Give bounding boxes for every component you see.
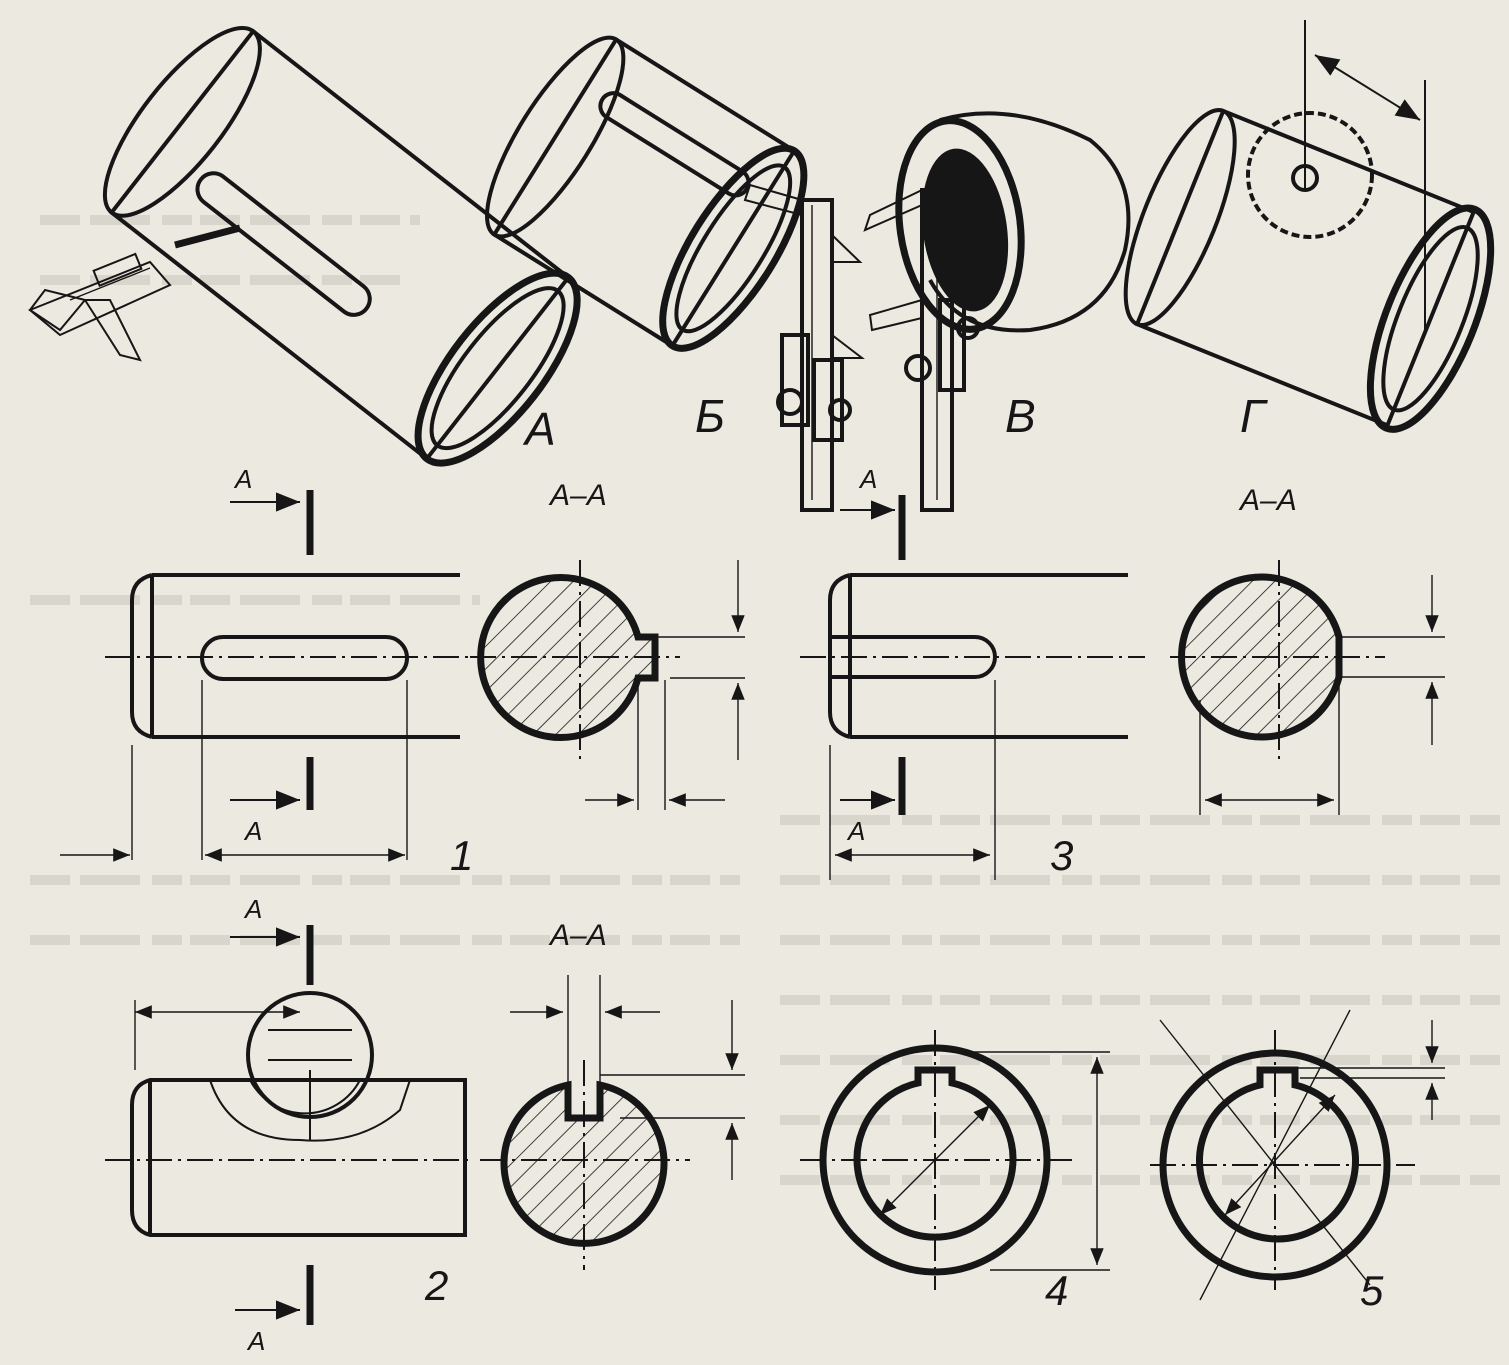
caliper-b [743,183,865,512]
cut-label-top-2: А [243,894,262,924]
view-label-v: В [1005,390,1036,442]
cut-label-top-3: А [858,464,877,494]
caliper-v [863,188,990,512]
figure-2-section: А–А [480,919,745,1270]
figure-label-3: 3 [1050,832,1073,879]
section-title-1: А–А [548,479,607,512]
figure-2-side-view: А А [105,894,470,1356]
view-a-shaft [28,25,581,467]
view-b-shaft [485,35,865,512]
view-g-shaft-cutter [1123,20,1495,433]
figure-label-1: 1 [450,832,473,879]
caliper-a [28,252,172,362]
figure-3-side-view: А А [800,464,1145,880]
view-v-bushing [863,111,1131,512]
cut-label-top: А [233,464,252,494]
cut-label-bottom-2: А [246,1326,265,1356]
figure-1-side-view: А А [60,464,470,862]
section-title-2: А–А [548,919,607,952]
figure-label-2: 2 [424,1262,448,1309]
background-bleed [30,215,1500,1185]
figure-3-section: А–А [1170,484,1445,815]
figure-1-section: А–А [470,479,745,810]
figure-label-4: 4 [1045,1267,1068,1314]
figure-5-bushing [1150,1009,1445,1301]
figure-label-5: 5 [1360,1267,1384,1314]
cut-label-bottom: А [243,816,262,846]
view-label-b: Б [695,390,725,442]
view-label-g: Г [1240,390,1268,442]
figure-4-bushing [800,1030,1110,1290]
view-label-a: А [522,403,556,455]
section-title-3: А–А [1238,484,1297,517]
cut-label-bottom-3: А [846,816,865,846]
